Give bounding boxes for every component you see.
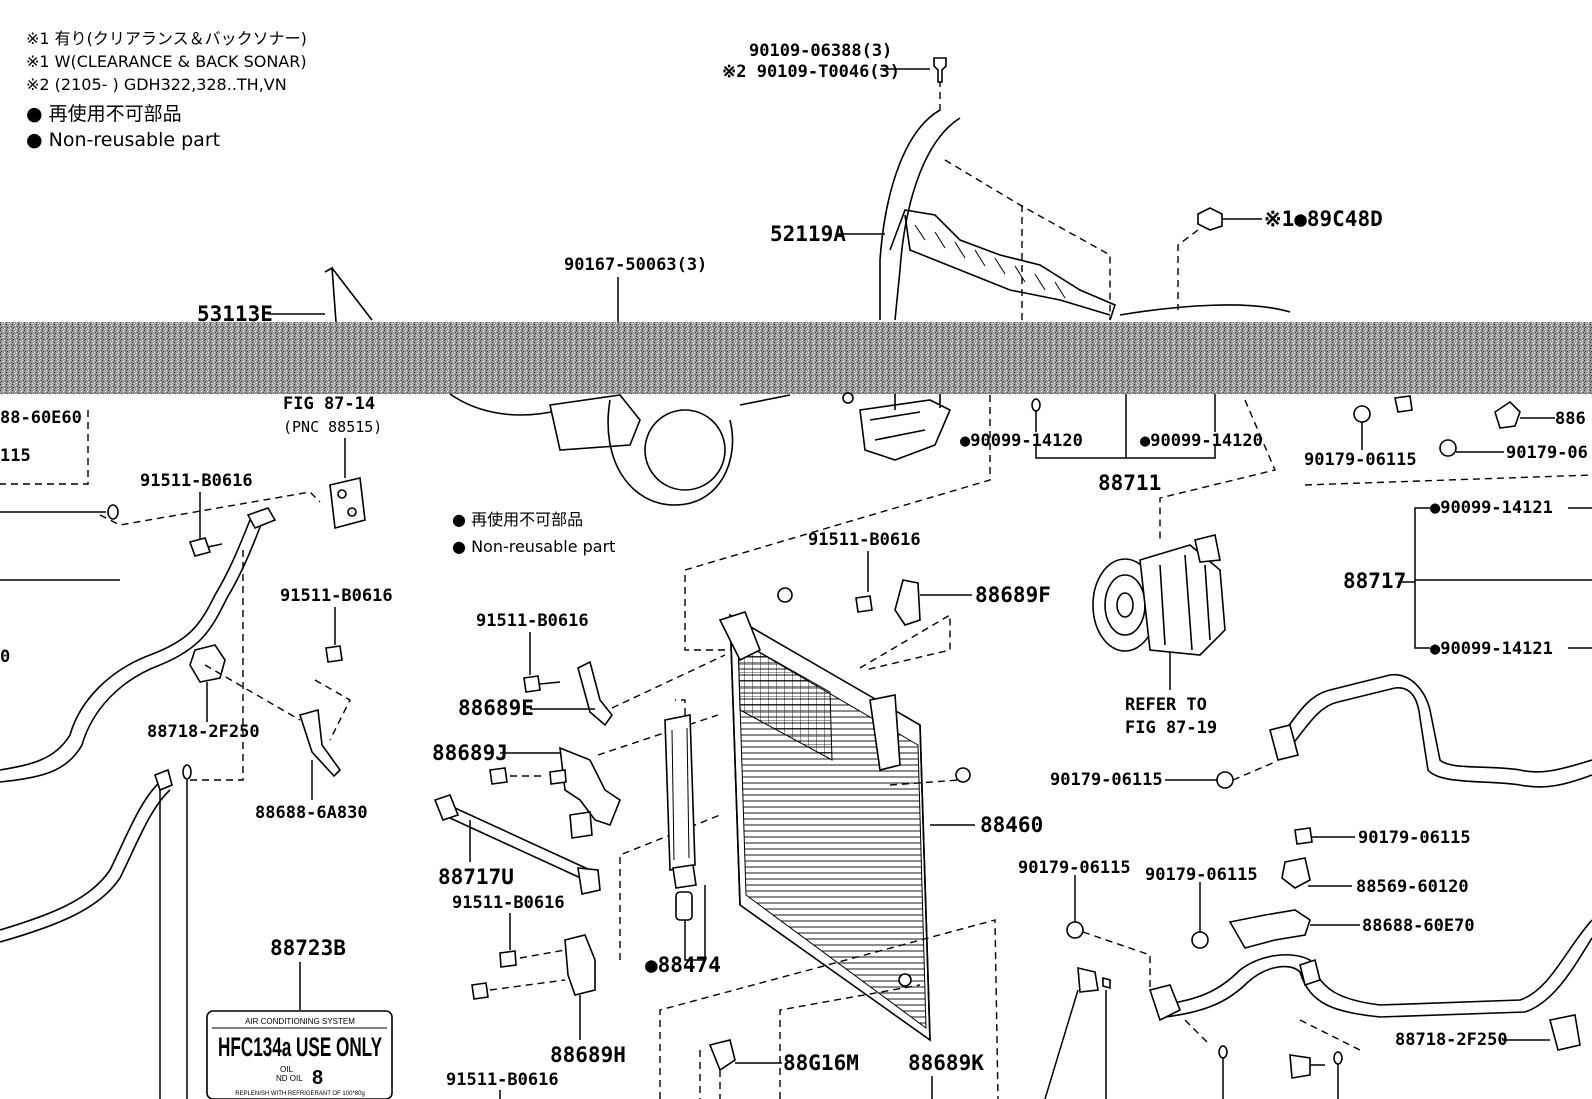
label-90109-T0046: ※2 90109-T0046(3): [722, 62, 900, 82]
bracket-icon: [564, 934, 596, 996]
bracket-icon: [894, 579, 921, 626]
bolt-icon: [325, 645, 343, 663]
notes-block: ※1 有り(クリアランス＆バックソナー) ※1 W(CLEARANCE & BA…: [26, 29, 307, 151]
label-88688-60E70: 88688-60E70: [1362, 916, 1475, 936]
bracket-icon: [1228, 909, 1311, 949]
legend-en: ● Non-reusable part: [26, 129, 220, 151]
label-90099-14121-b: ●90099-14121: [1430, 639, 1553, 659]
label-88689H: 88689H: [550, 1043, 626, 1067]
label-88-60E60: 88-60E60: [0, 408, 82, 428]
label-90179-06115-tr: 90179-06115: [1304, 450, 1417, 470]
label-90179-06-r: 90179-06: [1506, 443, 1588, 463]
nut-icon: [1294, 827, 1313, 845]
label-91511-B0616-d: 91511-B0616: [452, 893, 565, 913]
ac-label-nd-num: 8: [312, 1067, 323, 1089]
bracket-icon: [298, 708, 342, 778]
label-88689E: 88689E: [458, 696, 534, 720]
label-88569-60120: 88569-60120: [1356, 877, 1469, 897]
label-88717U: 88717U: [438, 865, 514, 889]
bolt-icon: [933, 57, 947, 83]
label-88718-2F250-b: 88718-2F250: [1395, 1030, 1508, 1050]
ac-label-replenish: REPLENISH WITH REFRIGERANT OF 100*80g: [235, 1091, 365, 1097]
expansion-valve-icon: [329, 477, 366, 530]
label-90099-14121-a: ●90099-14121: [1430, 498, 1553, 518]
compressor: [1092, 534, 1226, 656]
label-88689J: 88689J: [432, 741, 508, 765]
label-90109-06388: 90109-06388(3): [749, 41, 892, 61]
bracket-icon: [559, 746, 621, 826]
label-88717: 88717: [1343, 569, 1406, 593]
label-52119A: 52119A: [770, 222, 846, 246]
label-fig-87-19: FIG 87-19: [1125, 718, 1217, 738]
bracket-icon: [577, 660, 613, 727]
bumper-assembly: [879, 57, 1291, 321]
note-2: ※1 W(CLEARANCE & BACK SONAR): [26, 52, 307, 71]
label-90099-14120-b: ●90099-14120: [1140, 431, 1263, 451]
ac-warning-label: AIR CONDITIONING SYSTEM HFC134a USE ONLY…: [206, 1010, 393, 1099]
label-90179-06115-m: 90179-06115: [1050, 770, 1163, 790]
ac-label-title: AIR CONDITIONING SYSTEM: [245, 1017, 355, 1026]
clamp-icon: [189, 644, 226, 683]
bolt-icon: [188, 537, 212, 557]
label-88G16M: 88G16M: [783, 1051, 859, 1075]
bolt-icon: [471, 982, 489, 1000]
bolt-icon: [523, 675, 541, 693]
label-115: 115: [0, 446, 31, 466]
label-88474: ●88474: [645, 953, 721, 977]
condenser: [718, 587, 971, 1042]
bumper-lower: [449, 392, 952, 506]
label-91511-B0616-b: 91511-B0616: [280, 586, 393, 606]
sensor-icon: [1197, 207, 1223, 231]
label-refer-to: REFER TO: [1125, 695, 1207, 715]
label-91511-B0616-a: 91511-B0616: [140, 471, 253, 491]
label-88460: 88460: [980, 813, 1043, 837]
label-88688-6A830: 88688-6A830: [255, 803, 368, 823]
label-88723B: 88723B: [270, 936, 346, 960]
label-91511-B0616-e: 91511-B0616: [446, 1070, 559, 1090]
clamp-icon: [1281, 857, 1311, 889]
note-1: ※1 有り(クリアランス＆バックソナー): [26, 29, 307, 48]
legend-mid-jp: ● 再使用不可部品: [452, 510, 583, 529]
label-90179-06115-c: 90179-06115: [1018, 858, 1131, 878]
label-91511-B0616-c: 91511-B0616: [476, 611, 589, 631]
label-90099-14120-a: ●90099-14120: [960, 431, 1083, 451]
label-fig-87-14: FIG 87-14: [283, 394, 375, 414]
label-88689K: 88689K: [908, 1051, 984, 1075]
receiver-dryer-icon: [664, 714, 696, 871]
label-0: 0: [0, 647, 10, 667]
ac-label-oil: OIL: [280, 1065, 293, 1074]
label-pnc-88515: (PNC 88515): [283, 418, 382, 436]
label-90167-50063: 90167-50063(3): [564, 255, 707, 275]
ac-label-nd-oil: ND OIL: [276, 1074, 303, 1083]
ac-label-main: HFC134a USE ONLY: [218, 1032, 382, 1062]
label-90179-06115-a: 90179-06115: [1358, 828, 1471, 848]
bolt-icon: [499, 950, 517, 968]
label-88689F: 88689F: [975, 583, 1051, 607]
label-89C48D: ※1●89C48D: [1264, 207, 1383, 231]
label-91511-B0616-f: 91511-B0616: [808, 530, 921, 550]
label-88711: 88711: [1098, 471, 1161, 495]
legend-jp: ● 再使用不可部品: [26, 103, 182, 125]
legend-mid-en: ● Non-reusable part: [452, 537, 615, 556]
label-88718-2F250-a: 88718-2F250: [147, 722, 260, 742]
legend-mid: ● 再使用不可部品 ● Non-reusable part: [452, 510, 615, 556]
label-886-r: 886: [1555, 409, 1586, 429]
bolt-icon: [855, 595, 873, 613]
note-3: ※2 (2105- ) GDH322,328..TH,VN: [26, 75, 287, 94]
bolt-icon: [489, 767, 508, 785]
label-90179-06115-b: 90179-06115: [1145, 865, 1258, 885]
noise-band: [0, 322, 1592, 394]
